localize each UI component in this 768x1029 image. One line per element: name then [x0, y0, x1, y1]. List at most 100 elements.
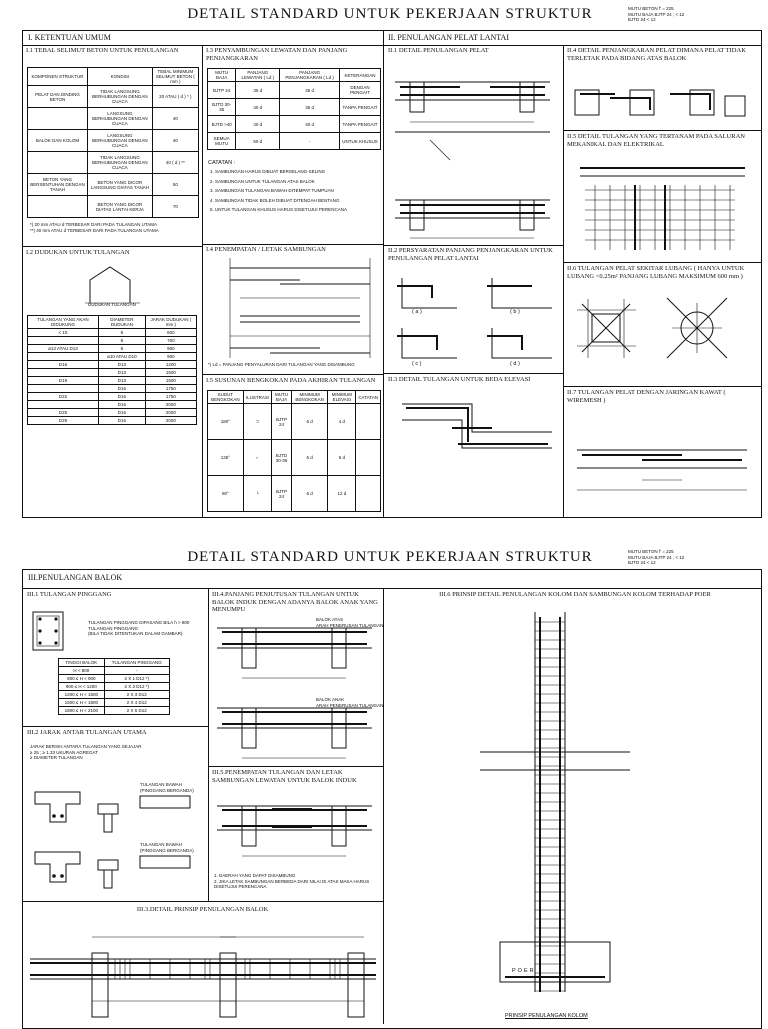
table-cell: 2 X 5 D12	[103, 706, 171, 715]
table-cell: D16	[97, 384, 146, 393]
note-line: TULANGAN PINGGANG DIPASANG BILA h > 800	[88, 620, 190, 625]
figure-caption: PRINSIP PENULANGAN KOLOM	[505, 1013, 588, 1019]
table-cell: 50 d	[235, 132, 281, 150]
table-cell: 700	[144, 336, 198, 345]
figure-label: ( d )	[510, 361, 520, 367]
table-cell: -	[103, 666, 171, 675]
beam-reinforcement-drawing	[30, 936, 376, 1018]
table-cell	[26, 151, 89, 174]
table-header: MINIMUM ELEVASI	[327, 390, 357, 404]
table-cell: 6 d	[290, 403, 329, 440]
figure-label: ( a )	[412, 309, 422, 315]
table-cell: BALOK DAN KOLOM	[26, 129, 89, 152]
beam-section-drawing	[32, 611, 64, 651]
divider	[208, 588, 209, 901]
divider	[383, 245, 563, 246]
table-cell: D25	[27, 408, 99, 417]
legend-line: MUTU BETON f' = 225	[628, 549, 674, 554]
section-heading: II.4 DETAIL PENJANGKARAN PELAT DIMANA PE…	[567, 47, 746, 62]
note-line: 1. SAMBUNGAN HARUS DIBUAT BERSELANG-SELI…	[210, 169, 326, 174]
table-cell	[27, 384, 99, 393]
divider	[563, 262, 762, 263]
table-cell: SEMUA MUTU	[206, 132, 237, 150]
table-cell: 40 d	[235, 98, 281, 116]
table-cell: ø10 ATAU D10	[97, 352, 146, 361]
section-notes: JARAK BERSIH ANTARA TULANGAN YANG SEJAJA…	[30, 744, 206, 761]
bar-spacing-drawing	[34, 791, 191, 889]
table-cell: 180°	[207, 403, 244, 440]
table-cell: D13	[97, 376, 146, 385]
figure-label: ( b )	[510, 309, 520, 315]
slab-anchorage-drawing	[574, 89, 746, 117]
table-cell: 35 d	[279, 98, 341, 116]
notes-label: CATATAN :	[208, 160, 236, 166]
section-title: II. PENULANGAN PELAT LANTAI	[388, 33, 509, 42]
waist-bar-table: TINGGI BALOK TULANGAN PINGGANG H < 800- …	[58, 658, 171, 715]
section-heading: III.1 TULANGAN PINGGANG	[27, 591, 112, 598]
table-header: TEBAL MINIMUM SELIMUT BETON ( mm )	[151, 67, 200, 86]
table-cell: BJTP 24	[271, 475, 292, 512]
table-cell: < 10	[27, 328, 99, 337]
section-heading: II.1 DETAIL PENULANGAN PELAT	[388, 47, 489, 54]
page2-title: DETAIL STANDARD UNTUK PEKERJAAN STRUKTUR	[187, 549, 593, 565]
table-header: MUTU BAJA	[271, 390, 292, 404]
table-cell: 1200	[144, 360, 198, 369]
divider	[383, 588, 384, 1024]
section-heading: III.2 JARAK ANTAR TULANGAN UTAMA	[27, 729, 147, 736]
table-cell: 900 ≤ H < 1200	[58, 682, 105, 691]
section-title: III.PENULANGAN BALOK	[28, 573, 123, 582]
splice-placement-drawing	[217, 805, 372, 857]
note-line: ≥ 25 ; ≥ 1,33 UKURAN AGREGAT	[30, 749, 98, 755]
divider	[202, 45, 203, 518]
table-cell	[27, 352, 99, 361]
table-header: KONDISI	[87, 67, 153, 86]
divider	[383, 30, 384, 518]
table-cell: 2000	[144, 408, 198, 417]
section-heading: I.1 TEBAL SELIMUT BETON UNTUK PENULANGAN	[26, 47, 179, 54]
table-cell: UNTUK KHUSUS	[339, 132, 381, 150]
divider	[22, 901, 383, 902]
table-cell: -	[279, 132, 341, 150]
page1-legend: MUTU BETON f' = 225 MUTU BAJA BJTP 24 ; …	[628, 6, 738, 23]
note-line: JARAK BERSIH ANTARA TULANGAN YANG SEJAJA…	[30, 744, 142, 749]
table-cell: BJTP 24	[271, 403, 292, 440]
chair-table: TULANGAN YANG AKAN DIDUKUNG DIAMETER DUD…	[27, 315, 198, 425]
divider	[202, 244, 383, 245]
table-cell: H < 800	[58, 666, 105, 675]
table-cell: 2 X 3 D12	[103, 690, 171, 699]
legend-line: BJTD 24 < 12	[628, 560, 656, 565]
table-cell: LANGSUNG BERHUBUNGAN DENGAN CUACA	[87, 107, 153, 130]
table-cell: ø13 ATAU D13	[27, 344, 99, 353]
drawing-label: BALOK ANAK	[316, 697, 345, 702]
table-cell: 1800 ≤ H < 2100	[58, 706, 105, 715]
note-line: **) 40 mm ATAU d TERBESAR DARI PADA TULA…	[30, 227, 159, 233]
section-heading: III.5.PENEMPATAN TULANGAN DAN LETAK SAMB…	[212, 769, 357, 784]
table-cell: 1750	[144, 392, 198, 401]
girder-extension-drawing	[217, 627, 372, 759]
note-line: 5. UNTUK TULANGAN KHUSUS HARUS DISETUJUI…	[210, 207, 347, 212]
notes-list: 1. SAMBUNGAN HARUS DIBUAT BERSELANG-SELI…	[210, 169, 380, 217]
table-cell: 2 X 2 D12 *)	[103, 682, 171, 691]
table-cell	[26, 107, 89, 130]
table-cell: TANPA PENGAIT	[339, 115, 381, 133]
table-cell: 1750	[144, 384, 198, 393]
hook-illustration: ⊃	[242, 403, 273, 440]
table-header: PANJANG LEWATAN ( Ld )	[235, 68, 281, 82]
table-header: TULANGAN PINGGANG	[103, 658, 171, 667]
table-cell: D13	[97, 368, 146, 377]
note-line: 4. SAMBUNGAN TIDAK BOLEH DIBUAT DITENGAH…	[210, 197, 340, 203]
drawing-label: ARAH PENERUSAN TULANGAN	[316, 623, 384, 628]
table-cell: D16	[97, 400, 146, 409]
page2-legend: MUTU BETON f' = 225 MUTU BAJA BJTP 24 ; …	[628, 549, 738, 566]
table-header: JARAK DUDUKAN ( mm )	[144, 315, 198, 329]
wiremesh-drawing	[577, 449, 747, 491]
section-notes: TULANGAN PINGGANG DIPASANG BILA h > 800 …	[88, 620, 206, 637]
table-header: ILUSTRASI	[242, 390, 273, 404]
table-cell: 40	[151, 107, 200, 130]
table-cell: 900	[144, 344, 198, 353]
splice-location-drawing	[229, 258, 371, 358]
table-cell: 20 ATAU ( d ) * )	[151, 85, 200, 108]
divider	[22, 246, 202, 247]
slab-opening-drawing	[577, 297, 728, 359]
table-cell: 8	[97, 336, 146, 345]
